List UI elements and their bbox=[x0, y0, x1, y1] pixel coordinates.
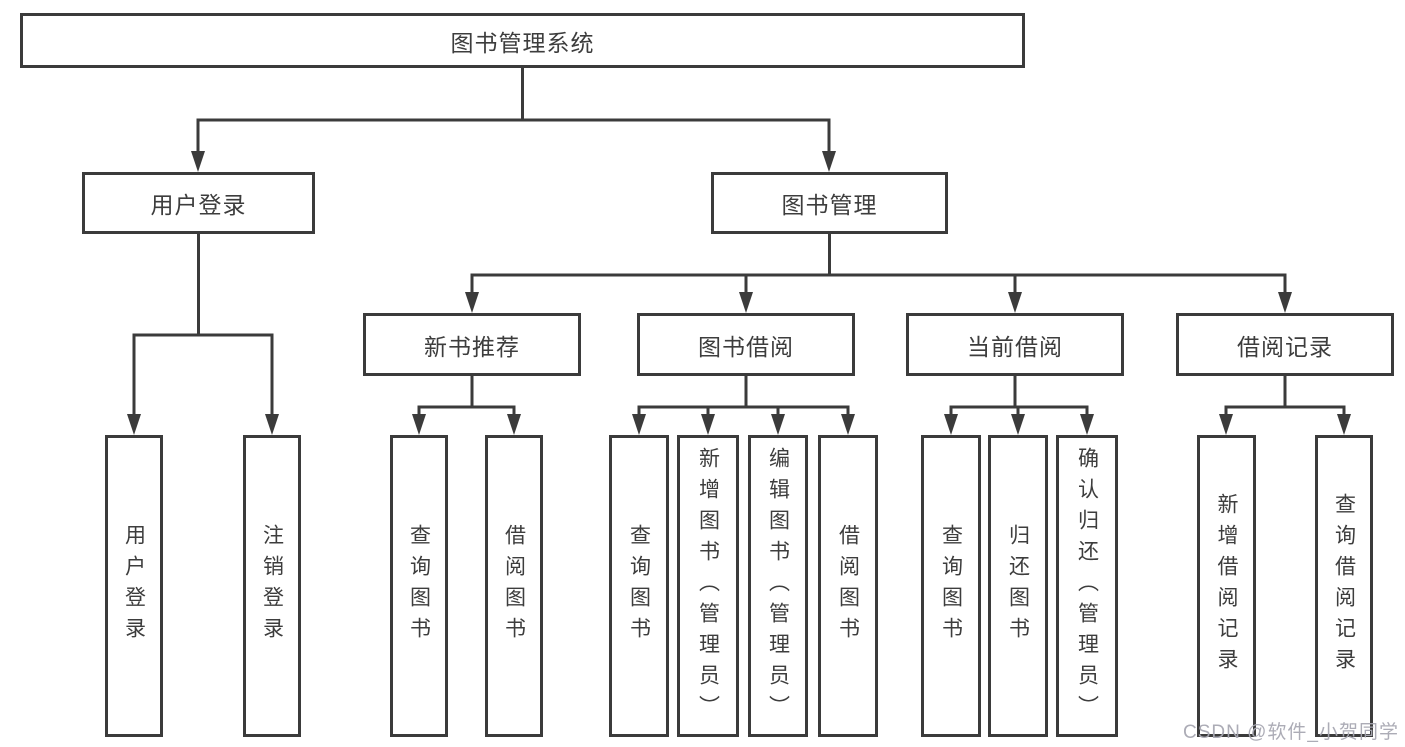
node-leaf-recommend-query-book: 查询图书 bbox=[390, 435, 448, 737]
node-book-management-label: 图书管理 bbox=[781, 192, 878, 218]
node-leaf-logout-label: 注销登录 bbox=[260, 524, 284, 648]
node-leaf-borrowing-query-book: 查询图书 bbox=[609, 435, 669, 737]
node-leaf-current-return-book-label: 归还图书 bbox=[1006, 524, 1030, 648]
node-leaf-current-query-book: 查询图书 bbox=[921, 435, 981, 737]
node-borrowing-records-label: 借阅记录 bbox=[1237, 333, 1333, 360]
node-leaf-borrowing-add-book-label: 新增图书（管理员） bbox=[696, 446, 720, 726]
node-root: 图书管理系统 bbox=[20, 13, 1025, 68]
node-current-borrowing: 当前借阅 bbox=[906, 313, 1124, 376]
node-leaf-user-login-label: 用户登录 bbox=[122, 524, 146, 648]
connector-book-management-to-level3 bbox=[470, 233, 1287, 294]
node-leaf-borrowing-edit-book: 编辑图书（管理员） bbox=[748, 435, 808, 737]
node-leaf-records-query-record-label: 查询借阅记录 bbox=[1332, 493, 1356, 679]
node-book-borrowing-label: 图书借阅 bbox=[698, 333, 794, 360]
node-new-book-recommend-label: 新书推荐 bbox=[424, 333, 520, 360]
node-leaf-records-add-record: 新增借阅记录 bbox=[1197, 435, 1256, 737]
node-leaf-recommend-query-book-label: 查询图书 bbox=[407, 524, 431, 648]
connector-book-borrowing-to-leaves bbox=[637, 376, 850, 416]
connector-new-book-recommend-to-leaves bbox=[417, 376, 516, 416]
connector-root-to-level2 bbox=[196, 68, 831, 153]
node-book-borrowing: 图书借阅 bbox=[637, 313, 855, 376]
node-leaf-current-confirm-return-label: 确认归还（管理员） bbox=[1075, 446, 1099, 726]
node-leaf-recommend-borrow-book: 借阅图书 bbox=[485, 435, 543, 737]
node-leaf-borrowing-add-book: 新增图书（管理员） bbox=[677, 435, 739, 737]
node-leaf-current-query-book-label: 查询图书 bbox=[939, 524, 963, 648]
node-leaf-borrowing-edit-book-label: 编辑图书（管理员） bbox=[766, 446, 790, 726]
node-borrowing-records: 借阅记录 bbox=[1176, 313, 1394, 376]
node-leaf-user-login: 用户登录 bbox=[105, 435, 163, 737]
connector-user-login-to-leaves bbox=[132, 233, 274, 416]
node-leaf-borrowing-query-book-label: 查询图书 bbox=[627, 524, 651, 648]
node-leaf-logout: 注销登录 bbox=[243, 435, 301, 737]
watermark: CSDN @软件_小贺同学 bbox=[1183, 722, 1399, 743]
node-root-label: 图书管理系统 bbox=[450, 29, 595, 56]
connector-current-borrowing-to-leaves bbox=[949, 376, 1089, 416]
node-user-login: 用户登录 bbox=[82, 172, 315, 234]
connector-arrowheads bbox=[127, 151, 1351, 435]
node-leaf-borrowing-borrow-book-label: 借阅图书 bbox=[836, 524, 860, 648]
node-leaf-records-add-record-label: 新增借阅记录 bbox=[1215, 493, 1238, 679]
node-leaf-current-return-book: 归还图书 bbox=[988, 435, 1048, 737]
node-leaf-recommend-borrow-book-label: 借阅图书 bbox=[502, 524, 526, 648]
node-leaf-records-query-record: 查询借阅记录 bbox=[1315, 435, 1373, 737]
node-leaf-current-confirm-return: 确认归还（管理员） bbox=[1056, 435, 1118, 737]
node-book-management: 图书管理 bbox=[711, 172, 948, 234]
node-new-book-recommend: 新书推荐 bbox=[363, 313, 581, 376]
node-current-borrowing-label: 当前借阅 bbox=[967, 333, 1063, 360]
connector-borrowing-records-to-leaves bbox=[1224, 376, 1346, 416]
node-leaf-borrowing-borrow-book: 借阅图书 bbox=[818, 435, 878, 737]
node-user-login-label: 用户登录 bbox=[150, 192, 247, 218]
